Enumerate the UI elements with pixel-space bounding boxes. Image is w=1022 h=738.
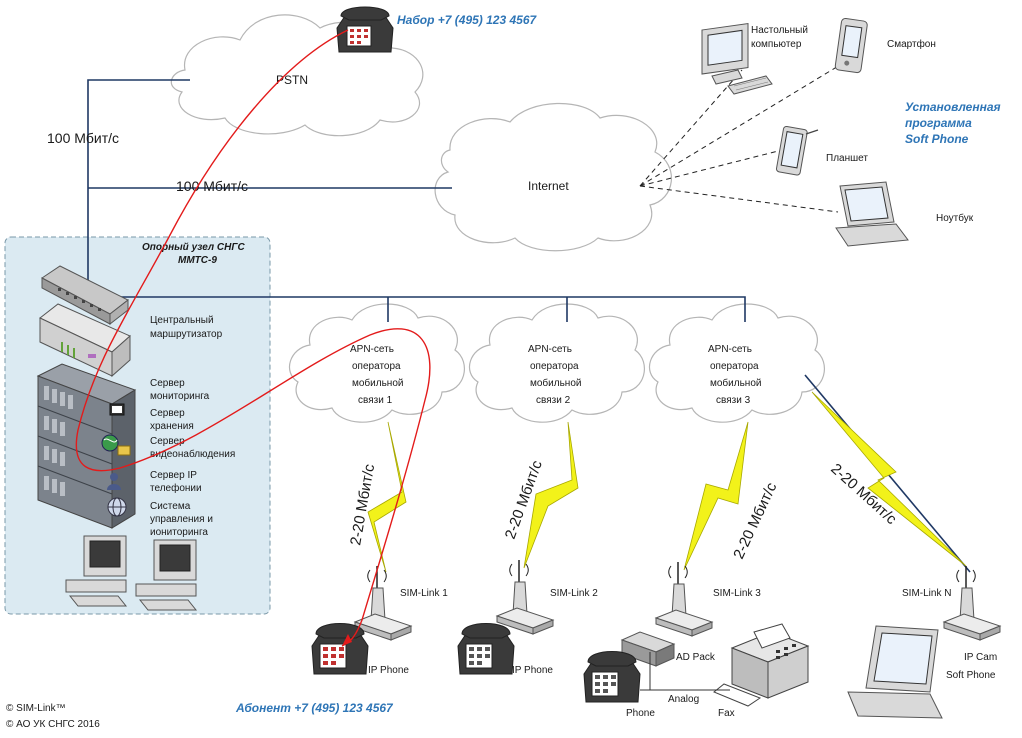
softphone-title-1: Установленная: [905, 100, 1001, 114]
server-3-label-2: видеонаблюдения: [150, 448, 235, 460]
workstation-icon-1: [65, 535, 128, 607]
server-5-label-1: Система: [150, 501, 191, 512]
ip-phone-2-icon: [457, 623, 515, 675]
router-label-2: маршрутизатор: [150, 329, 223, 340]
apn-3-line-1: APN-сеть: [708, 344, 752, 355]
apn-1-line-3: мобильной: [352, 377, 403, 389]
apn-2-line-1: APN-сеть: [528, 344, 572, 355]
user-icon: [107, 473, 121, 490]
pstn-phone-icon: [336, 6, 394, 53]
apn-cloud-1: APN-сеть оператора мобильной связи 1: [288, 303, 465, 423]
server-2-label-1: Сервер: [150, 408, 185, 419]
apn-3-line-2: оператора: [710, 361, 759, 372]
analog-label: Analog: [668, 694, 699, 705]
folder-icon: [117, 445, 131, 456]
apn-3-line-3: мобильной: [710, 377, 761, 389]
softphone-links: [639, 61, 846, 213]
router-label-1: Центральный: [150, 315, 214, 326]
ip-cam-laptop-icon: [847, 625, 943, 719]
sim-link-n-icon: [942, 566, 1002, 641]
smartphone-label: Смартфон: [887, 38, 936, 50]
dial-label: Набор +7 (495) 123 4567: [397, 13, 538, 27]
sim-link-n-label: SIM-Link N: [902, 588, 951, 599]
notebook-label: Ноутбук: [936, 212, 974, 224]
fax-icon: [713, 623, 810, 707]
desktop-computer-icon: [701, 22, 773, 95]
ad-pack-icon: [620, 631, 676, 667]
server-5-label-3: иониторинга: [150, 527, 208, 538]
softphone-title-2: программа: [905, 116, 972, 130]
wired-links: [87, 79, 971, 573]
workstation-icon-2: [135, 539, 198, 611]
tablet-label: Планшет: [826, 153, 868, 164]
ad-pack-label: AD Pack: [676, 652, 716, 663]
call-path: [75, 29, 431, 647]
sim-link-2-icon: [495, 560, 555, 635]
desktop-label-2: компьютер: [751, 39, 802, 50]
phone-label: Phone: [626, 708, 655, 719]
smartphone-icon: [834, 18, 868, 74]
ip-phone-1-icon: [311, 623, 369, 675]
radio-link-3: [683, 421, 749, 571]
sim-link-2-label: SIM-Link 2: [550, 588, 598, 599]
ip-phone-1-label: IP Phone: [368, 665, 409, 676]
speed-label-pstn: 100 Мбит/с: [47, 130, 119, 146]
server-1-label-1: Сервер: [150, 378, 185, 389]
radio-link-2: [523, 421, 579, 569]
server-1-label-2: мониторинга: [150, 391, 210, 402]
server-4-label-2: телефонии: [150, 482, 202, 494]
notebook-icon: [835, 181, 909, 247]
apn-2-line-4: связи 2: [536, 395, 571, 406]
switch-icon: [41, 265, 129, 326]
apn-1-line-4: связи 1: [358, 395, 393, 406]
fax-label: Fax: [718, 708, 735, 719]
ip-cam-label: IP Cam: [964, 652, 997, 663]
desktop-label-1: Настольный: [751, 25, 808, 36]
sim-link-1-label: SIM-Link 1: [400, 588, 448, 599]
copyright-line-1: © SIM-Link™: [6, 703, 66, 714]
tablet-icon: [775, 125, 819, 176]
node-title-2: ММТС-9: [178, 255, 217, 266]
sim-link-3-icon: [654, 562, 714, 637]
server-2-label-2: хранения: [150, 421, 194, 432]
subscriber-label: Абонент +7 (495) 123 4567: [235, 701, 394, 715]
apn-cloud-3: APN-сеть оператора мобильной связи 3: [648, 303, 825, 423]
apn-1-line-2: оператора: [352, 361, 401, 372]
ip-phone-2-label: IP Phone: [512, 665, 553, 676]
server-5-label-2: управления и: [150, 514, 213, 525]
globe-grid-icon: [107, 497, 127, 517]
speed-label-mobile-1: 2-20 Мбит/с: [347, 462, 378, 546]
copyright-line-2: © АО УК СНГС 2016: [6, 719, 100, 730]
server-3-label-1: Сервер: [150, 436, 185, 447]
link-core-pstn: [87, 79, 190, 290]
apn-2-line-2: оператора: [530, 361, 579, 372]
sim-link-3-label: SIM-Link 3: [713, 588, 761, 599]
monitor-mini-icon: [109, 403, 125, 416]
analog-phone-icon: [583, 651, 641, 703]
globe-icon: [101, 434, 119, 452]
apn-1-line-1: APN-сеть: [350, 344, 394, 355]
apn-2-line-3: мобильной: [530, 377, 581, 389]
softphone-title-3: Soft Phone: [905, 132, 969, 146]
radio-link-1: [367, 421, 407, 573]
internet-label: Internet: [528, 179, 569, 193]
server-4-label-1: Сервер IP: [150, 470, 197, 481]
internet-cloud: Internet: [434, 102, 672, 252]
apn-3-line-4: связи 3: [716, 395, 751, 406]
speed-label-internet: 100 Мбит/с: [176, 178, 248, 194]
sim-link-1-icon: [353, 566, 413, 641]
apn-cloud-2: APN-сеть оператора мобильной связи 2: [468, 303, 645, 423]
router-icon: [39, 303, 131, 378]
server-rack-icon: [36, 363, 137, 529]
soft-phone-label: Soft Phone: [946, 670, 996, 681]
link-apn-bus: [110, 296, 746, 322]
node-title-1: Опорный узел СНГС: [142, 242, 245, 253]
